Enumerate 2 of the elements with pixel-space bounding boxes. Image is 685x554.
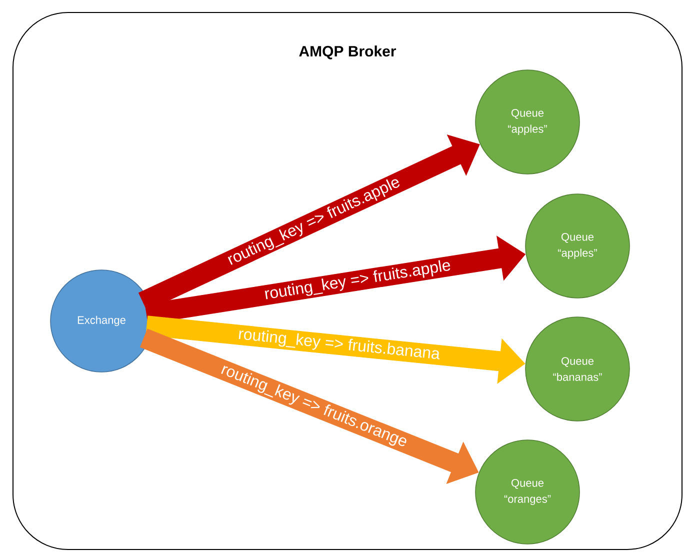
- edge-label: routing_key => fruits.apple: [264, 260, 450, 300]
- edge-label: routing_key => fruits.banana: [238, 330, 440, 360]
